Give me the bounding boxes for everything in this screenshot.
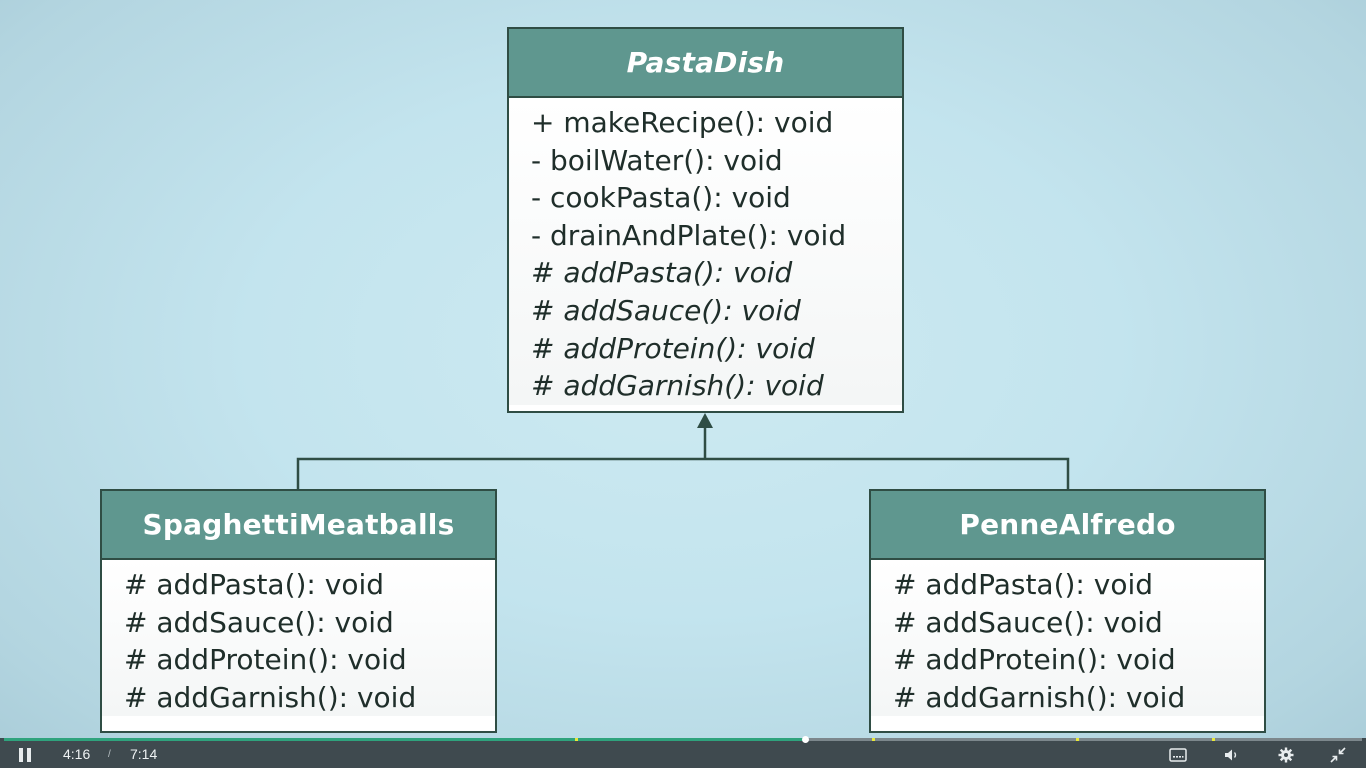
method-add-sauce: # addSauce(): void	[893, 605, 1163, 639]
duration: 7:14	[130, 746, 158, 762]
method-add-garnish: # addGarnish(): void	[531, 369, 824, 403]
inheritance-lines	[296, 428, 1070, 489]
chapter-marker	[872, 738, 875, 741]
class-name-spaghetti-meatballs: SpaghettiMeatballs	[102, 491, 495, 560]
method-add-protein: # addProtein(): void	[124, 643, 407, 677]
play-pause-button[interactable]	[10, 741, 40, 768]
slide: PastaDish + makeRecipe(): void - boilWat…	[100, 27, 1266, 733]
class-pasta-dish: PastaDish + makeRecipe(): void - boilWat…	[507, 27, 904, 413]
video-control-bar: 4:16 / 7:14	[0, 736, 1366, 768]
method-add-garnish: # addGarnish(): void	[893, 680, 1186, 714]
captions-button[interactable]	[1164, 741, 1192, 768]
inheritance-arrowhead	[697, 413, 713, 428]
method-add-sauce: # addSauce(): void	[124, 605, 394, 639]
method-drain-and-plate: - drainAndPlate(): void	[531, 218, 847, 252]
method-add-pasta: # addPasta(): void	[893, 568, 1154, 601]
exit-fullscreen-icon	[1330, 746, 1346, 763]
progress-bar[interactable]	[4, 736, 1362, 743]
method-add-sauce: # addSauce(): void	[531, 293, 801, 327]
captions-icon	[1169, 747, 1187, 762]
method-cook-pasta: - cookPasta(): void	[531, 181, 791, 215]
progress-scrubber[interactable]	[802, 736, 810, 743]
chapter-marker	[1212, 738, 1215, 741]
pause-icon	[19, 747, 31, 762]
chapter-marker	[575, 738, 578, 741]
class-members-penne-alfredo: # addPasta(): void # addSauce(): void # …	[871, 560, 1264, 717]
method-boil-water: - boilWater(): void	[531, 143, 783, 177]
class-members-spaghetti-meatballs: # addPasta(): void # addSauce(): void # …	[102, 560, 495, 717]
time-separator: /	[108, 749, 111, 760]
class-penne-alfredo: PenneAlfredo # addPasta(): void # addSau…	[869, 489, 1266, 733]
method-make-recipe: + makeRecipe(): void	[531, 106, 834, 139]
class-spaghetti-meatballs: SpaghettiMeatballs # addPasta(): void # …	[100, 489, 497, 733]
method-add-protein: # addProtein(): void	[531, 331, 815, 365]
class-name-pasta-dish: PastaDish	[509, 29, 902, 98]
volume-button[interactable]	[1218, 741, 1246, 768]
method-add-pasta: # addPasta(): void	[531, 256, 793, 290]
exit-fullscreen-button[interactable]	[1324, 741, 1352, 768]
method-add-garnish: # addGarnish(): void	[124, 680, 417, 714]
volume-icon	[1225, 749, 1237, 760]
method-add-protein: # addProtein(): void	[893, 643, 1176, 677]
chapter-marker	[1076, 738, 1079, 741]
progress-played	[4, 738, 806, 741]
class-members-pasta-dish: + makeRecipe(): void - boilWater(): void…	[509, 98, 902, 405]
class-name-penne-alfredo: PenneAlfredo	[871, 491, 1264, 560]
gear-icon	[1278, 747, 1294, 762]
inheritance-connector	[296, 413, 1070, 489]
current-time: 4:16	[63, 746, 91, 762]
settings-button[interactable]	[1272, 741, 1300, 768]
method-add-pasta: # addPasta(): void	[124, 568, 385, 601]
